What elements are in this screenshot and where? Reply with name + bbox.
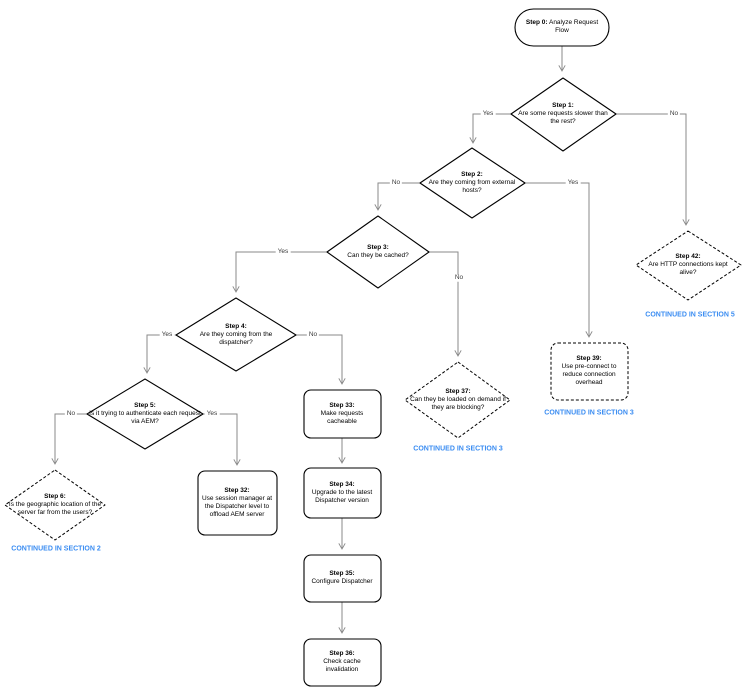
step3-decision-shape — [326, 215, 430, 289]
step6-text: Is the geographic location of the server… — [8, 500, 102, 517]
edge-label-step3-no: No — [452, 273, 466, 282]
edge-label-step4-no: No — [306, 330, 320, 339]
step42-text: Are HTTP connections kept alive? — [648, 260, 728, 277]
step36-text: Check cache invalidation — [323, 657, 361, 674]
connector-step1-no-step42 — [616, 113, 690, 226]
step42-decision-dashed-shape — [635, 230, 742, 301]
step32-process-shape — [197, 470, 278, 536]
step34-label: Step 34: Upgrade to the latest Dispatche… — [305, 481, 379, 505]
edge-label-step5-yes: Yes — [204, 409, 220, 418]
edge-label-step5-no: No — [64, 409, 78, 418]
step4-decision-shape — [175, 297, 297, 372]
step34-title: Step 34: — [329, 480, 355, 488]
step33-process-shape — [303, 389, 382, 439]
step32-title: Step 32: — [224, 486, 250, 494]
step2-label: Step 2: Are they coming from external ho… — [423, 171, 521, 195]
connector-step3-yes-step4 — [232, 251, 327, 293]
step32-text: Use session manager at the Dispatcher le… — [201, 494, 273, 519]
step35-title: Step 35: — [329, 569, 355, 577]
step1-text: Are some requests slower than the rest? — [518, 109, 608, 126]
step35-process-shape — [303, 554, 382, 603]
step1-label: Step 1: Are some requests slower than th… — [516, 102, 611, 126]
step36-title: Step 36: — [329, 649, 355, 657]
step42-title: Step 42: — [675, 252, 701, 260]
step36-label: Step 36: Check cache invalidation — [313, 650, 371, 674]
connector-step4-yes-step5 — [143, 334, 176, 374]
connector-step2-yes-step39 — [525, 182, 593, 338]
step4-label: Step 4: Are they coming from the dispatc… — [189, 323, 284, 347]
step5-decision-shape — [86, 378, 204, 450]
step0-label: Step 0: Analyze Request Flow — [522, 19, 602, 35]
edge-label-step3-yes: Yes — [275, 247, 291, 256]
step37-label: Step 37: Can they be loaded on demand if… — [407, 388, 509, 412]
step39-label: Step 39: Use pre-connect to reduce conne… — [557, 355, 621, 388]
step36-process-shape — [303, 638, 382, 687]
step1-title: Step 1: — [552, 101, 574, 109]
step42-label: Step 42: Are HTTP connections kept alive… — [642, 253, 734, 277]
connector-step2-no-step3 — [374, 182, 420, 211]
step3-label: Step 3: Can they be cached? — [333, 244, 423, 260]
step6-label: Step 6: Is the geographic location of th… — [3, 493, 107, 517]
step0-title: Step 0: — [525, 18, 548, 26]
step0-terminator-shape — [514, 8, 610, 47]
step32-label: Step 32: Use session manager at the Disp… — [198, 487, 276, 520]
step37-title: Step 37: — [445, 387, 471, 395]
step0-text: Analyze Request Flow — [548, 18, 599, 34]
step37-decision-dashed-shape — [404, 361, 511, 439]
edge-label-step1-yes: Yes — [480, 109, 496, 118]
edge-label-step4-yes: Yes — [159, 330, 175, 339]
edge-label-step2-no: No — [389, 178, 403, 187]
step33-title: Step 33: — [329, 401, 355, 409]
step39-text: Use pre-connect to reduce connection ove… — [561, 362, 617, 387]
step2-text: Are they coming from external hosts? — [428, 178, 516, 195]
step6-title: Step 6: — [44, 492, 66, 500]
edge-label-step2-yes: Yes — [565, 178, 581, 187]
step35-text: Configure Dispatcher — [311, 578, 373, 585]
connector-step3-no-step37 — [429, 251, 462, 357]
step3-text: Can they be cached? — [347, 252, 409, 259]
continued-section-2-label: CONTINUED IN SECTION 2 — [11, 545, 101, 553]
step3-title: Step 3: — [367, 243, 389, 251]
step1-decision-shape — [510, 77, 617, 152]
connector-step5-no-step6 — [51, 413, 87, 465]
step33-text: Make requests cacheable — [320, 409, 364, 426]
step4-text: Are they coming from the dispatcher? — [199, 330, 273, 347]
step33-label: Step 33: Make requests cacheable — [306, 402, 378, 426]
step39-title: Step 39: — [576, 354, 602, 362]
step37-text: Can they be loaded on demand if they are… — [410, 395, 506, 412]
step35-label: Step 35: Configure Dispatcher — [306, 570, 378, 586]
connector-step4-no-step33 — [296, 334, 346, 385]
step6-decision-dashed-shape — [4, 469, 106, 541]
continued-section-3-label-step39: CONTINUED IN SECTION 3 — [544, 409, 634, 417]
step39-process-dashed-shape — [550, 342, 629, 401]
step34-process-shape — [303, 467, 382, 519]
step2-decision-shape — [419, 147, 526, 219]
step5-text: Is it trying to authenticate each reques… — [89, 409, 201, 426]
continued-section-5-label: CONTINUED IN SECTION 5 — [645, 311, 735, 319]
edge-label-step1-no: No — [667, 109, 681, 118]
connector-step1-yes-step2 — [469, 113, 511, 144]
step5-label: Step 5: Is it trying to authenticate eac… — [89, 402, 201, 426]
connector-step5-yes-step32 — [203, 413, 241, 466]
step5-title: Step 5: — [134, 401, 156, 409]
step2-title: Step 2: — [461, 170, 483, 178]
step34-text: Upgrade to the latest Dispatcher version — [311, 488, 373, 505]
step4-title: Step 4: — [225, 322, 247, 330]
continued-section-3-label-step37: CONTINUED IN SECTION 3 — [413, 445, 503, 453]
